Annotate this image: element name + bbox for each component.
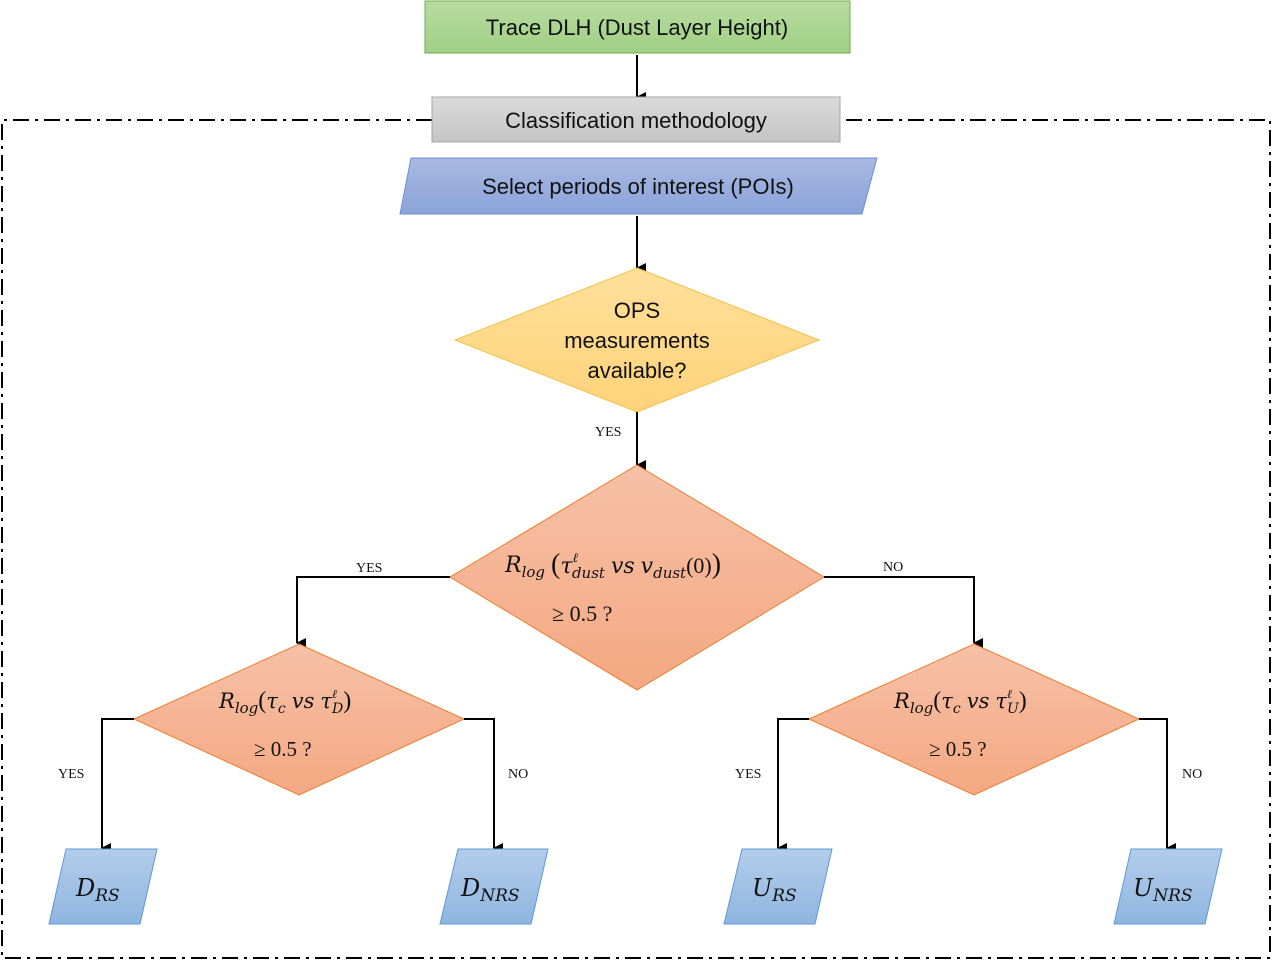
output-u-nrs[interactable]: UNRS xyxy=(1113,848,1223,925)
arrow-left-yes xyxy=(101,718,134,853)
right-yes-label: YES xyxy=(735,767,761,782)
output-u-nrs-label: UNRS xyxy=(1133,874,1193,906)
left-no-label: NO xyxy=(508,767,528,782)
right-decision-threshold: ≥ 0.5 ? xyxy=(929,737,987,761)
output-d-rs[interactable]: DRS xyxy=(48,848,158,925)
arrow-right-yes xyxy=(777,718,809,853)
select-pois-box[interactable]: Select periods of interest (POIs) xyxy=(399,157,878,215)
ops-line-3: available? xyxy=(587,358,686,383)
arrow-left-no xyxy=(464,718,503,853)
output-d-nrs-label: DNRS xyxy=(460,874,520,906)
arrow-main-yes xyxy=(296,576,450,648)
left-decision-threshold: ≥ 0.5 ? xyxy=(254,737,312,761)
output-d-nrs[interactable]: DNRS xyxy=(439,848,549,925)
methodology-container-border xyxy=(1,119,1271,959)
left-yes-label: YES xyxy=(58,767,84,782)
classification-methodology-box[interactable]: Classification methodology xyxy=(431,96,841,143)
select-pois-label: Select periods of interest (POIs) xyxy=(482,174,794,199)
ops-line-2: measurements xyxy=(564,328,710,353)
ops-line-1: OPS xyxy=(614,298,660,323)
arrow-right-no xyxy=(1139,718,1176,853)
trace-dlh-box[interactable]: Trace DLH (Dust Layer Height) xyxy=(424,0,851,54)
main-yes-label: YES xyxy=(356,561,382,576)
output-u-rs[interactable]: URS xyxy=(723,848,833,925)
classification-label: Classification methodology xyxy=(505,108,767,133)
output-d-rs-label: DRS xyxy=(75,874,120,906)
right-no-label: NO xyxy=(1182,767,1202,782)
trace-dlh-label: Trace DLH (Dust Layer Height) xyxy=(486,15,788,40)
arrow-main-no xyxy=(824,576,983,648)
main-decision-threshold: ≥ 0.5 ? xyxy=(552,601,612,626)
main-no-label: NO xyxy=(883,560,903,575)
output-u-rs-label: URS xyxy=(752,874,797,906)
ops-yes-label: YES xyxy=(595,425,621,440)
ops-decision-diamond[interactable]: OPS measurements available? xyxy=(453,267,821,413)
